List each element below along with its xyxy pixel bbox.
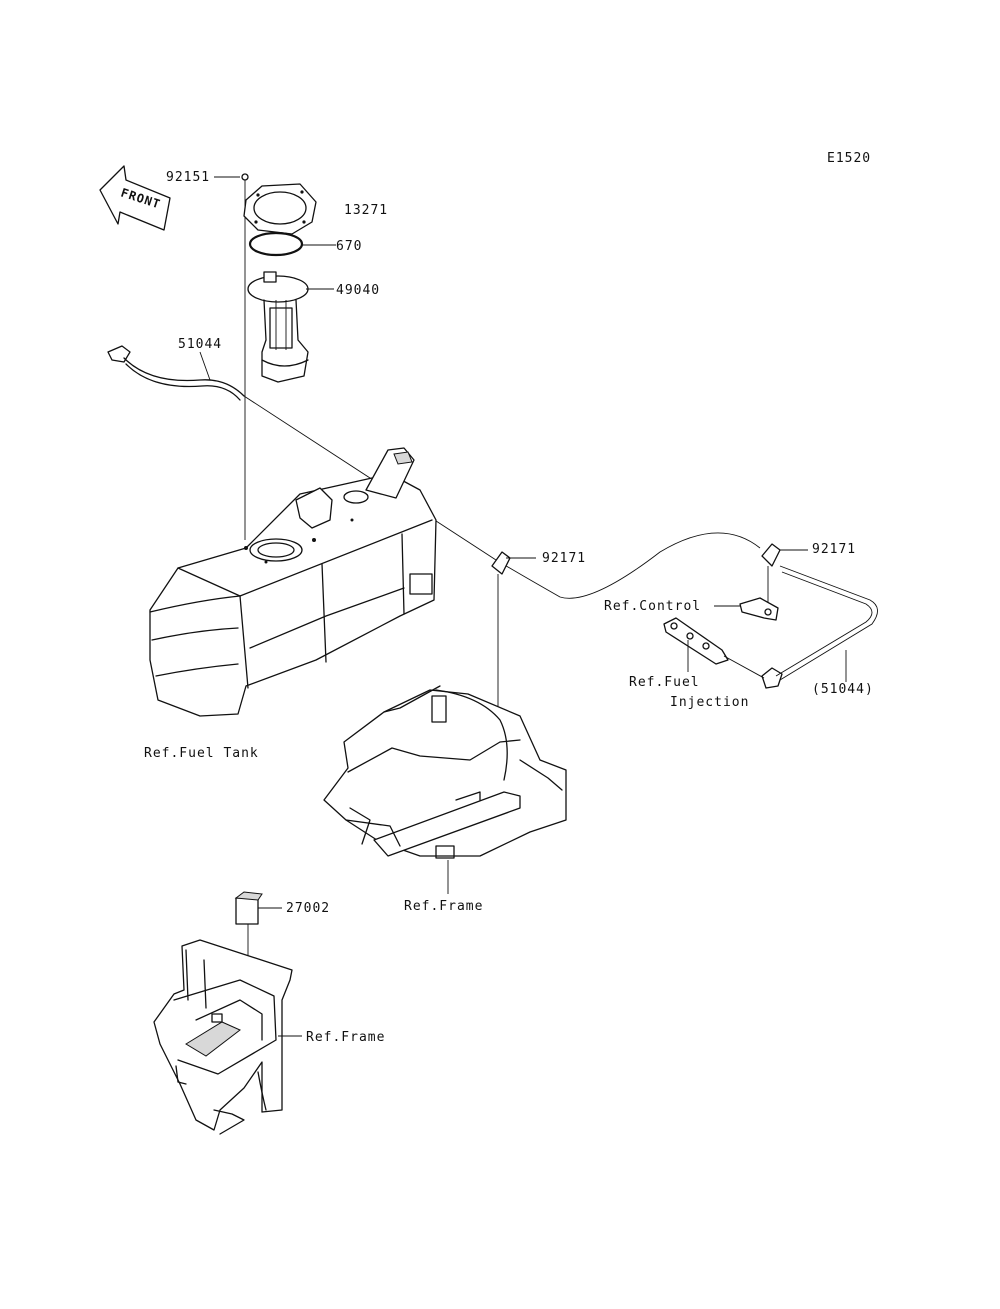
diagram-id: E1520 (827, 151, 871, 166)
fuel-injection-rail[interactable] (663, 617, 765, 679)
part-51044-ref-label: (51044) (812, 682, 874, 697)
part-92151-label: 92151 (166, 170, 210, 185)
frame-center[interactable] (323, 685, 567, 859)
control-bracket[interactable] (739, 597, 779, 621)
front-arrow-icon: FRONT (99, 165, 171, 231)
fuel-tank[interactable] (149, 447, 437, 717)
part-92171-center-label: 92171 (542, 551, 586, 566)
part-49040-label: 49040 (336, 283, 380, 298)
screw-92151[interactable] (241, 173, 249, 540)
ref-fuel-injection-label-1: Ref.Fuel (629, 675, 700, 690)
part-670-label: 670 (336, 239, 362, 254)
part-51044-label: 51044 (178, 337, 222, 352)
part-13271-label: 13271 (344, 203, 388, 218)
ref-fuel-injection-label-2: Injection (670, 695, 749, 710)
ref-control-label: Ref.Control (604, 599, 701, 614)
ref-frame-lower-label: Ref.Frame (306, 1030, 385, 1045)
clamp-92171-right[interactable] (761, 543, 781, 604)
ref-frame-center-label: Ref.Frame (404, 899, 483, 914)
ref-fuel-tank-label: Ref.Fuel Tank (144, 746, 259, 761)
plate-13271[interactable] (243, 183, 317, 235)
part-92171-right-label: 92171 (812, 542, 856, 557)
part-27002-label: 27002 (286, 901, 330, 916)
fuel-pump-49040[interactable] (247, 271, 309, 383)
frame-lower[interactable] (153, 939, 293, 1135)
o-ring-670[interactable] (248, 231, 304, 257)
leader-51044 (199, 351, 211, 381)
